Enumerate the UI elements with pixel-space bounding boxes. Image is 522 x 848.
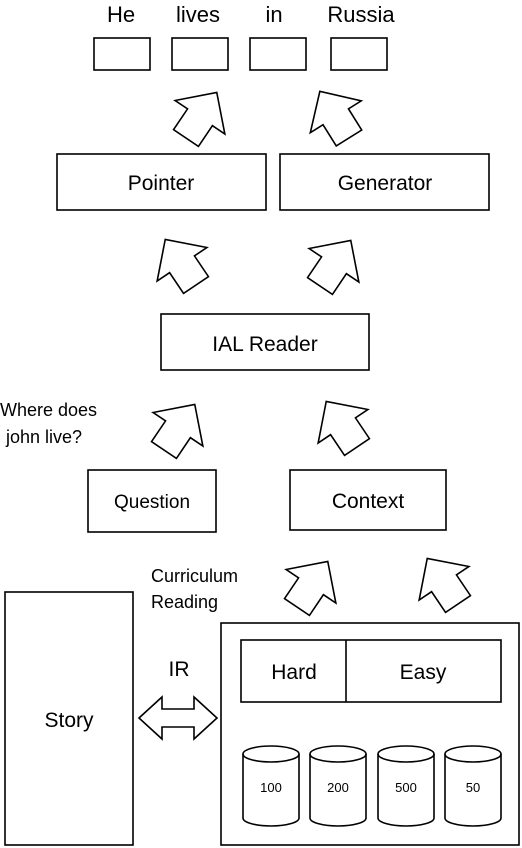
bucket-label-1: 100 — [260, 780, 282, 795]
generator-label: Generator — [338, 172, 433, 195]
bucket-cylinder-3 — [377, 745, 435, 827]
output-token-box-3 — [249, 37, 307, 71]
pointer-box — [56, 153, 267, 211]
question-text-line2: john live? — [5, 427, 82, 447]
curriculum-label-line2: Reading — [151, 592, 218, 612]
story-label: Story — [44, 709, 94, 732]
ir-double-arrow — [137, 695, 219, 741]
output-token-1: He — [107, 2, 135, 27]
reader-label: IAL Reader — [212, 333, 317, 356]
output-token-box-4 — [330, 37, 388, 71]
output-token-box-1 — [93, 37, 151, 71]
ir-label: IR — [169, 658, 190, 681]
reader-box — [160, 313, 370, 371]
output-token-4: Russia — [327, 2, 395, 27]
bucket-label-4: 50 — [466, 780, 480, 795]
context-label: Context — [332, 490, 405, 513]
arrow-reader-to-pointer — [155, 238, 210, 295]
arrow-curriculum-to-context-left — [283, 560, 338, 617]
question-text-line1: Where does — [0, 400, 97, 420]
pointer-label: Pointer — [128, 172, 195, 195]
easy-label: Easy — [400, 661, 447, 684]
arrow-question-to-reader — [150, 403, 205, 460]
output-token-3: in — [265, 2, 282, 27]
arrow-reader-to-generator — [306, 239, 361, 296]
arrow-context-to-reader — [316, 400, 371, 457]
output-token-2: lives — [176, 2, 220, 27]
output-token-box-2 — [171, 37, 229, 71]
bucket-cylinder-1 — [242, 745, 300, 827]
context-box — [289, 469, 447, 531]
generator-box — [279, 153, 490, 211]
arrow-generator-to-token — [309, 90, 364, 148]
retrieval-container — [220, 622, 520, 846]
story-box — [4, 591, 134, 846]
arrow-curriculum-to-context-right — [417, 557, 472, 614]
hard-label: Hard — [271, 661, 317, 684]
question-box — [87, 469, 217, 533]
bucket-cylinder-2 — [309, 745, 367, 827]
bucket-label-2: 200 — [327, 780, 349, 795]
bucket-label-3: 500 — [395, 780, 417, 795]
difficulty-box — [240, 639, 502, 703]
bucket-cylinder-4 — [444, 745, 502, 827]
arrow-pointer-to-token — [172, 91, 227, 148]
question-label: Question — [114, 492, 190, 513]
curriculum-label-line1: Curriculum — [151, 566, 238, 586]
